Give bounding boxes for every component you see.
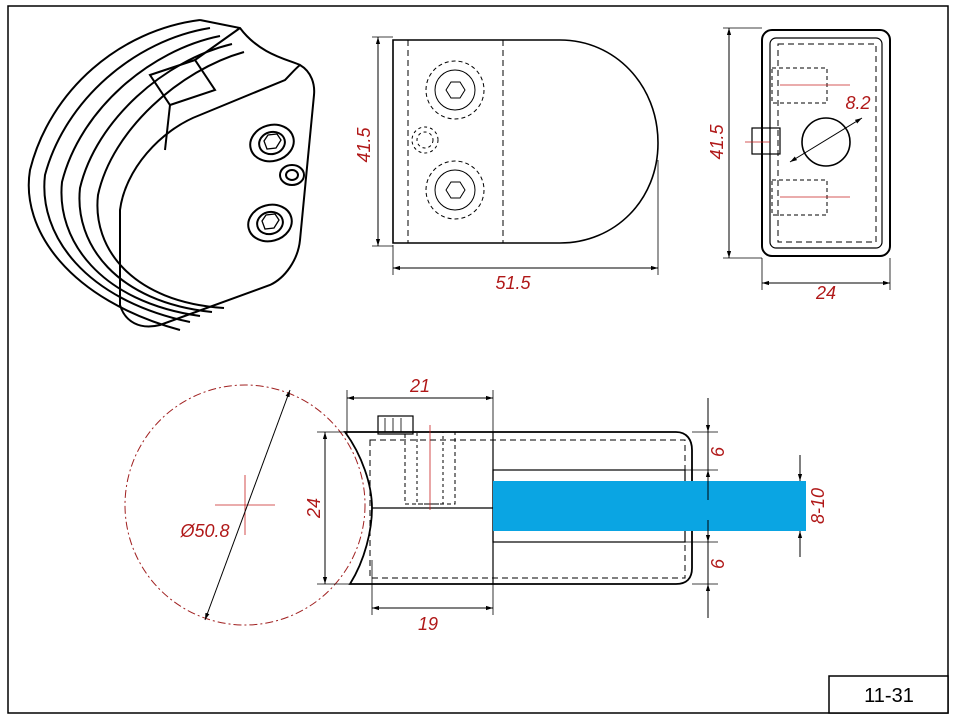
front-view (372, 36, 659, 275)
plan-height-label: 24 (304, 498, 324, 519)
front-height-label: 41.5 (354, 127, 374, 163)
hole-diameter-label: 8.2 (845, 93, 870, 113)
side-view (723, 27, 891, 290)
bottom-width-label: 19 (418, 614, 438, 634)
pipe-outline (124, 384, 366, 626)
wall-top-label: 6 (708, 446, 728, 457)
drawing-border (7, 5, 949, 714)
wall-bottom-label: 6 (708, 558, 728, 569)
front-length-label: 51.5 (495, 273, 531, 293)
glass-panel (493, 481, 806, 531)
plan-dimension-lines (317, 390, 803, 618)
title-block (828, 675, 949, 714)
part-number: 11-31 (864, 685, 914, 707)
pipe-diameter-label: Ø50.8 (179, 521, 229, 541)
side-height-label: 41.5 (707, 124, 727, 160)
top-width-label: 21 (409, 376, 430, 396)
pipe-diameter-line (204, 389, 291, 621)
isometric-view (27, 19, 316, 331)
side-width-label: 24 (815, 283, 836, 303)
glass-thickness-label: 8-10 (808, 488, 828, 524)
side-view-center-lines (745, 84, 850, 198)
